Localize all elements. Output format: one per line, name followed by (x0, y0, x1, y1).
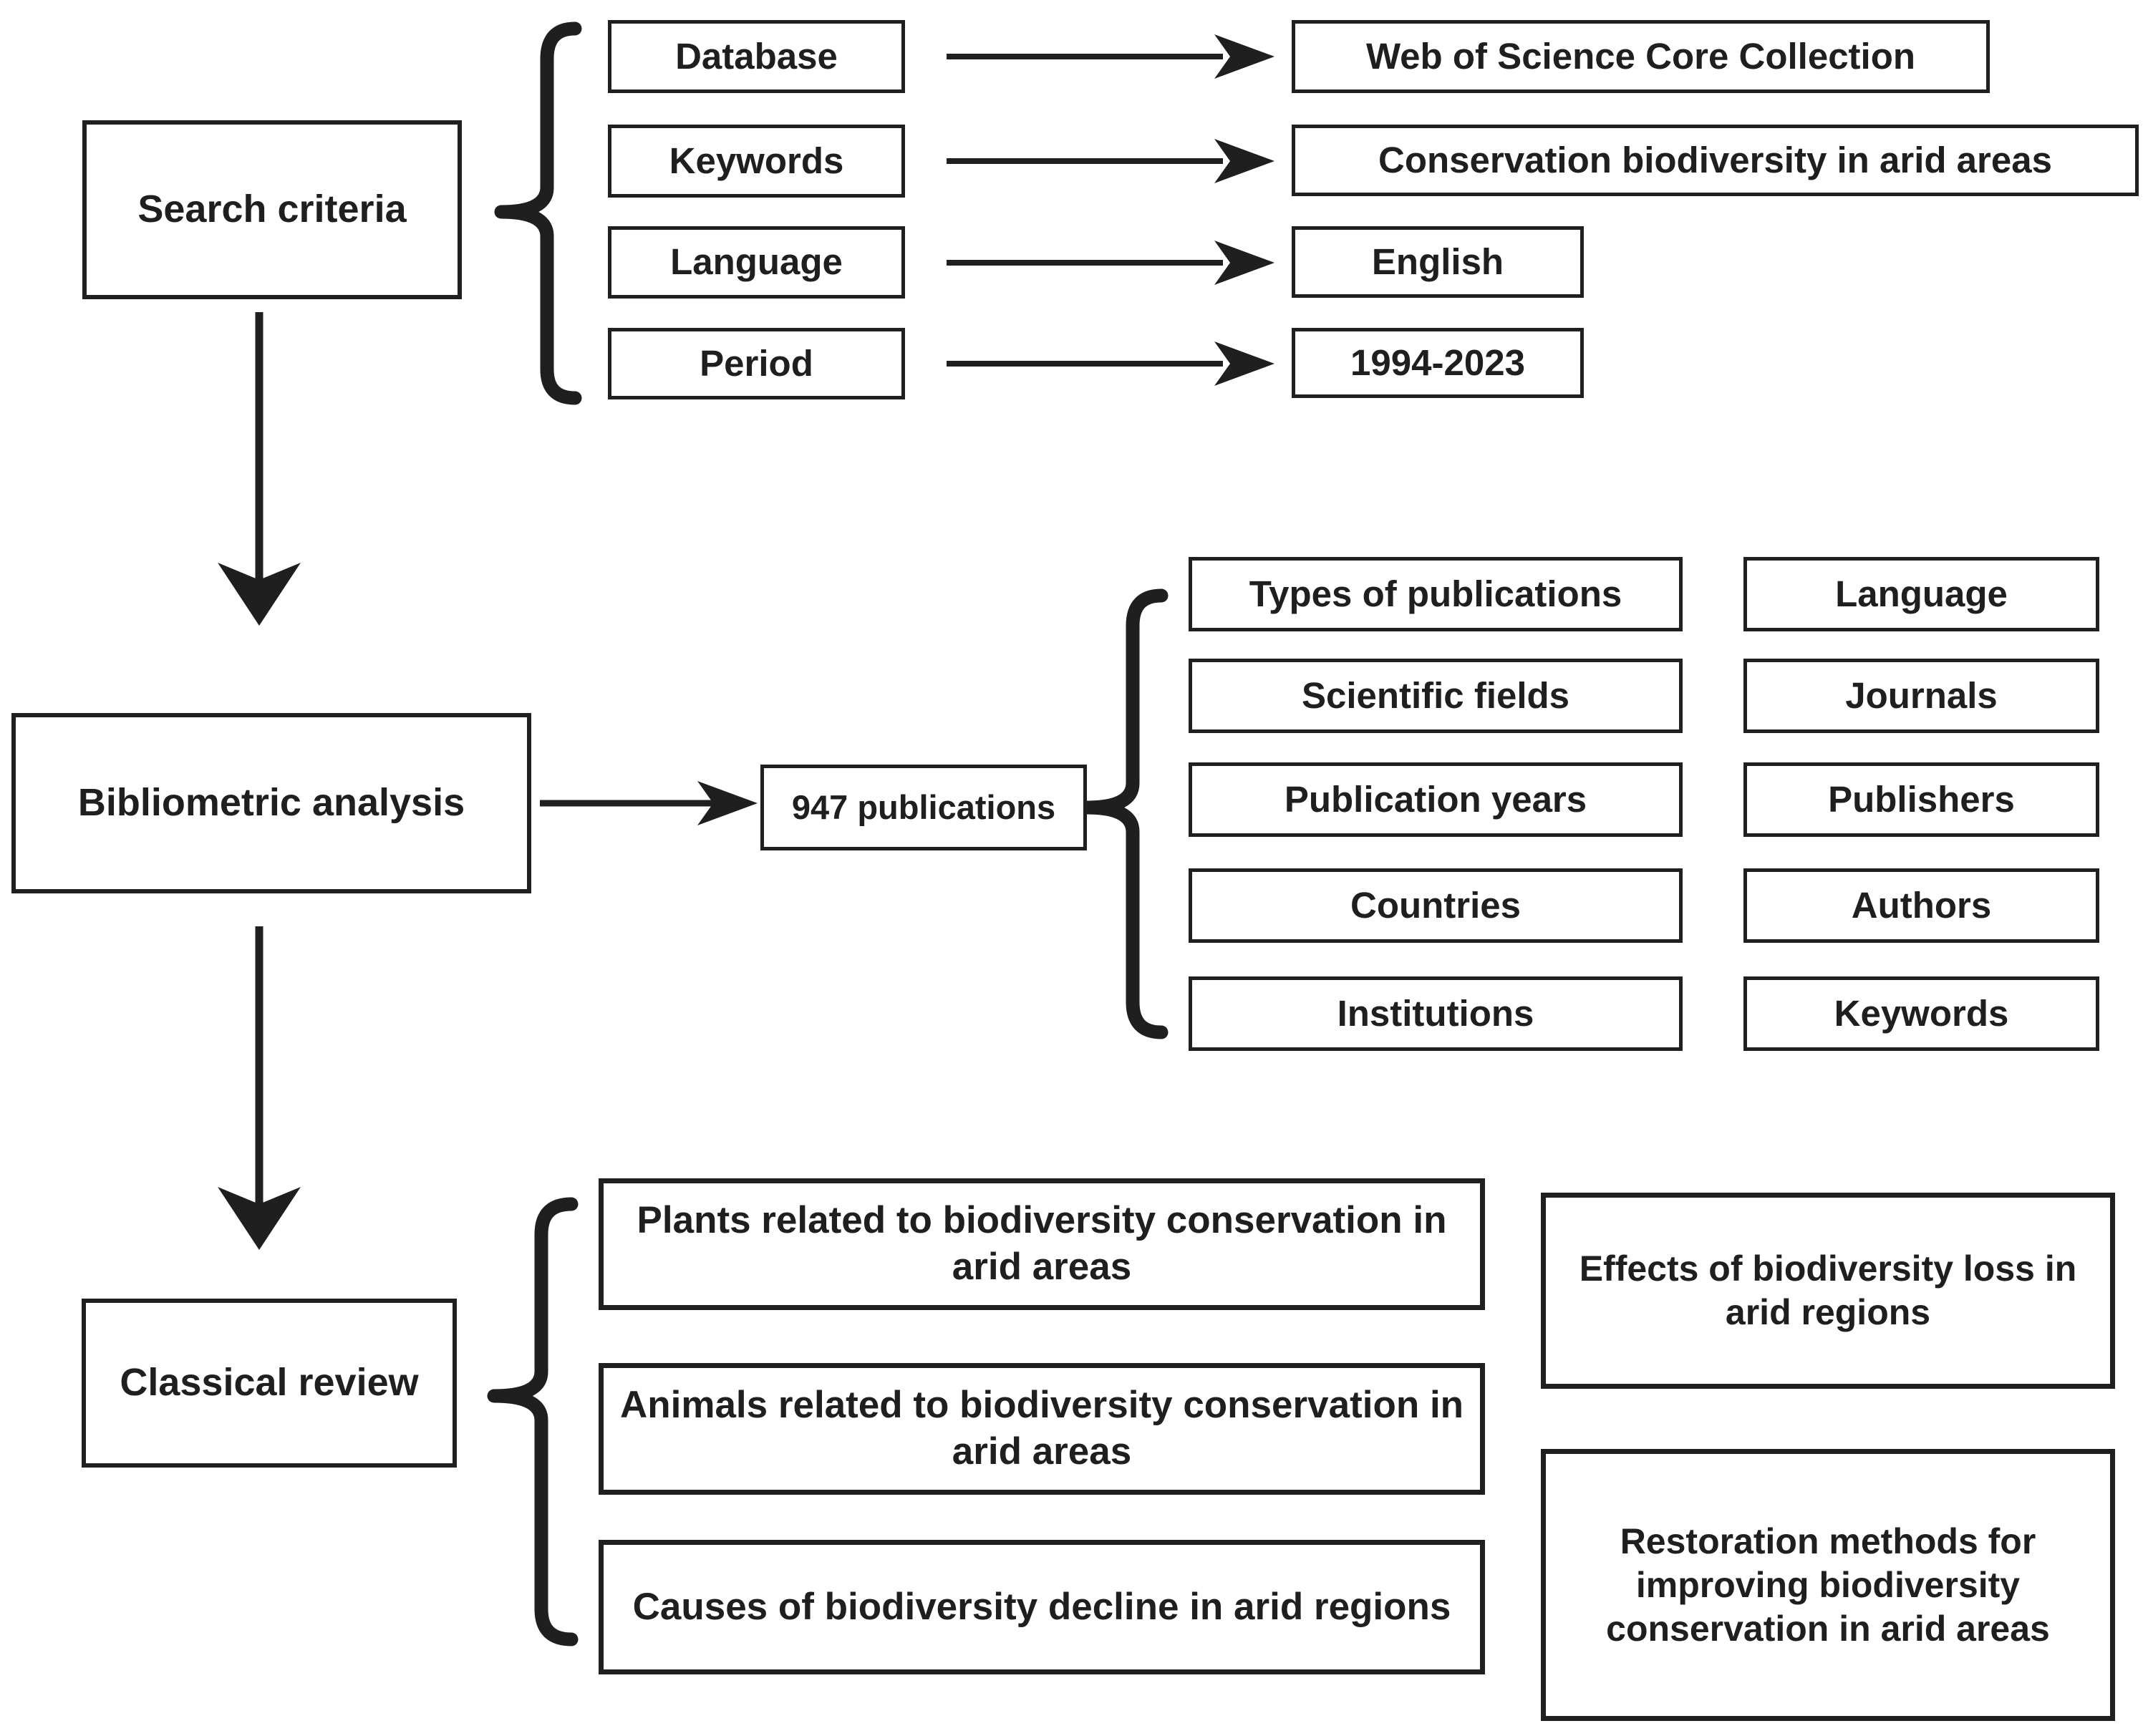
right-arrow-icon (540, 781, 758, 825)
aspect-box-institutions: Institutions (1189, 976, 1683, 1051)
topic-box-plants: Plants related to biodiversity conservat… (599, 1178, 1485, 1310)
topic-box-causes: Causes of biodiversity decline in arid r… (599, 1540, 1485, 1674)
side-topic-box-restoration: Restoration methods for improving biodiv… (1541, 1449, 2115, 1721)
publications-count-box: 947 publications (760, 765, 1087, 850)
aspect-box-countries: Countries (1189, 868, 1683, 943)
down-arrow-icon (218, 312, 301, 626)
database-value-box: Web of Science Core Collection (1292, 20, 1990, 93)
curly-brace-icon (487, 1197, 579, 1647)
bibliometric-analysis-stage: Bibliometric analysis (11, 713, 531, 893)
side-topic-box-effects: Effects of biodiversity loss in arid reg… (1541, 1193, 2115, 1389)
aspect-box-scientific-fields: Scientific fields (1189, 659, 1683, 733)
aspect-box-language: Language (1743, 557, 2099, 631)
period-value-box: 1994-2023 (1292, 328, 1584, 398)
right-arrow-icon (947, 241, 1274, 285)
aspect-box-journals: Journals (1743, 659, 2099, 733)
right-arrow-icon (947, 341, 1274, 386)
curly-brace-icon (494, 21, 582, 405)
right-arrow-icon (947, 139, 1274, 183)
curly-brace-icon (1080, 588, 1169, 1039)
period-box: Period (608, 328, 905, 399)
aspect-box-keywords: Keywords (1743, 976, 2099, 1051)
topic-box-animals: Animals related to biodiversity conserva… (599, 1363, 1485, 1495)
classical-review-stage: Classical review (82, 1299, 457, 1468)
language-value-box: English (1292, 226, 1584, 298)
language-box: Language (608, 226, 905, 299)
keywords-box: Keywords (608, 125, 905, 198)
aspect-box-publishers: Publishers (1743, 762, 2099, 837)
down-arrow-icon (218, 926, 301, 1250)
search-criteria-stage: Search criteria (82, 120, 462, 299)
aspect-box-authors: Authors (1743, 868, 2099, 943)
aspect-box-publication-years: Publication years (1189, 762, 1683, 837)
right-arrow-icon (947, 34, 1274, 79)
database-box: Database (608, 20, 905, 93)
keywords-value-box: Conservation biodiversity in arid areas (1292, 125, 2139, 196)
aspect-box-types-of-publications: Types of publications (1189, 557, 1683, 631)
